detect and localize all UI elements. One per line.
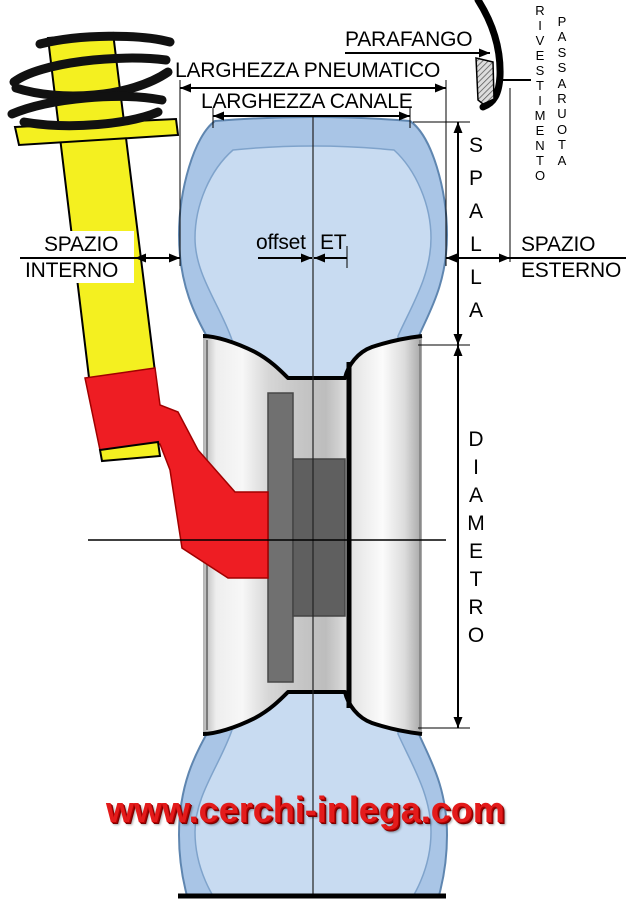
vertical-label-letter: I — [538, 93, 542, 108]
tire-width-label: LARGHEZZA PNEUMATICO — [175, 59, 441, 82]
rim-top-profile — [202, 334, 423, 380]
strut-lower-stub — [98, 440, 162, 463]
vertical-label-letter: S — [535, 63, 545, 78]
spring-coil — [9, 53, 171, 87]
vertical-label-letter: O — [556, 121, 568, 137]
vertical-label-letter: D — [468, 428, 484, 451]
vertical-label-letter: S — [557, 60, 567, 76]
coil-spring — [7, 31, 175, 131]
vertical-label-letter: A — [557, 75, 567, 91]
vertical-label-letter: V — [535, 33, 545, 48]
vertical-label-letter: P — [557, 14, 567, 29]
vertical-label-letter: I — [473, 456, 479, 479]
vertical-label-letter: A — [557, 152, 567, 168]
offset-label: offset — [256, 231, 306, 254]
vertical-label-letter: E — [535, 123, 545, 138]
vertical-label-letter: S — [468, 134, 483, 157]
vertical-label-letter: N — [535, 138, 545, 153]
vertical-label-letter: L — [470, 233, 482, 256]
brake-disc — [267, 392, 294, 683]
fender — [474, 0, 504, 111]
vertical-label-letter: A — [468, 299, 483, 322]
vertical-label-letter: U — [557, 106, 567, 122]
vertical-label-letter: S — [557, 44, 567, 60]
vertical-label-letter: L — [470, 266, 482, 289]
inner-space-label-line1: SPAZIO — [44, 233, 119, 256]
steering-knuckle — [84, 367, 269, 579]
vertical-label-letter: T — [536, 78, 544, 93]
vertical-label-letter: M — [467, 512, 485, 535]
vertical-label-letter: E — [535, 48, 545, 63]
vertical-label-letter: R — [535, 3, 545, 18]
vertical-label-letter: A — [557, 29, 567, 45]
vertical-label-letter: P — [468, 167, 483, 190]
outer-space-label-line2: ESTERNO — [521, 259, 622, 282]
inner-space-label-line2: INTERNO — [25, 259, 119, 282]
vertical-label-letter: T — [558, 137, 566, 153]
vertical-label-letter: T — [469, 568, 483, 591]
vertical-label-letter: A — [468, 484, 483, 507]
vertical-label-letter: O — [467, 624, 485, 647]
et-label: ET — [320, 231, 347, 254]
spring-coil — [35, 31, 175, 49]
wheel-hub — [292, 458, 346, 617]
outer-space-label-line1: SPAZIO — [521, 233, 596, 256]
vertical-label-letter: I — [538, 18, 542, 33]
vertical-label-letter: R — [468, 596, 484, 619]
vertical-label-letter: M — [534, 108, 546, 123]
spring-coil — [7, 91, 167, 119]
wheel-arch-liner — [475, 57, 495, 105]
vertical-label-letter: R — [557, 90, 567, 106]
spring-coil — [19, 107, 163, 131]
fender-label: PARAFANGO — [345, 28, 473, 51]
vertical-label-letter: E — [468, 540, 483, 563]
rim-bottom-profile — [202, 690, 423, 736]
vertical-label-letter: T — [536, 153, 544, 168]
watermark: www.cerchi-inlega.com — [106, 789, 505, 830]
vertical-label-letter: A — [468, 200, 483, 223]
rim-width-label: LARGHEZZA CANALE — [201, 90, 413, 113]
vertical-label-letter: O — [534, 168, 546, 183]
